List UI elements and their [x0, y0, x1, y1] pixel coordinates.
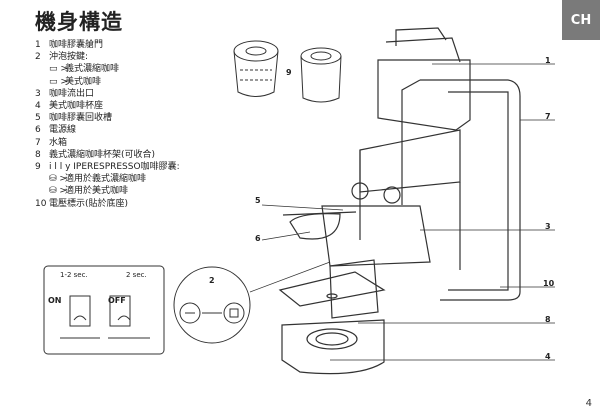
legend-number: 5	[35, 113, 41, 124]
callout-8: 8	[545, 315, 551, 324]
usage-inset	[43, 265, 165, 355]
legend-item: 7 水箱	[35, 137, 180, 149]
legend-item: 2 沖泡按鍵:	[35, 51, 180, 63]
legend-item: 6 電源線	[35, 124, 180, 136]
legend-text: 美式咖啡杯座	[49, 101, 104, 112]
legend-text: 咖啡膠囊回收槽	[49, 113, 113, 124]
legend-glyph-icon: ▭ >	[49, 76, 68, 87]
page-number: 4	[585, 398, 592, 409]
callout-5: 5	[255, 196, 261, 205]
legend-number: 4	[35, 101, 41, 112]
legend-glyph-icon: ⛁ >	[49, 174, 67, 185]
legend-glyph-icon: ▭ >	[49, 64, 68, 75]
capsule-espresso-icon	[233, 40, 279, 97]
legend-glyph-icon: ⛁ >	[49, 186, 67, 197]
legend-item: ▭ >美式咖啡	[35, 76, 180, 88]
legend-number: 10	[35, 198, 47, 209]
svg-text:OFF: OFF	[108, 296, 126, 305]
legend-text: 咖啡膠囊艙門	[49, 40, 104, 50]
legend-number: 2	[35, 52, 41, 63]
legend-number: 6	[35, 125, 41, 136]
svg-text:1-2 sec.: 1-2 sec.	[60, 271, 88, 279]
callout-3: 3	[545, 222, 551, 231]
legend-text: 咖啡流出口	[49, 88, 95, 99]
legend-text: 義式濃縮咖啡	[65, 64, 120, 75]
callout-10: 10	[543, 279, 555, 288]
brew-buttons-inset	[173, 266, 251, 344]
legend-item: 3 咖啡流出口	[35, 88, 180, 100]
legend-item: ⛁ >適用於義式濃縮咖啡	[35, 173, 180, 185]
legend-text: 沖泡按鍵:	[49, 52, 89, 63]
callout-7: 7	[545, 112, 551, 121]
legend-text: i l l y IPERESPRESSO咖啡膠囊:	[49, 162, 180, 173]
legend-number: 8	[35, 149, 41, 160]
legend-item: 4 美式咖啡杯座	[35, 100, 180, 112]
legend-text: 水箱	[49, 137, 68, 148]
legend-text: 電源線	[49, 125, 77, 136]
legend-text: 美式咖啡	[65, 76, 102, 87]
page-title: 機身構造	[35, 10, 123, 34]
legend-number: 1	[35, 40, 41, 50]
callout-1: 1	[545, 56, 551, 65]
callout-6: 6	[255, 234, 261, 243]
legend-text: 義式濃縮咖啡杯架(可收合)	[49, 149, 156, 160]
legend-item: 1 咖啡膠囊艙門	[35, 39, 180, 51]
svg-text:2 sec.: 2 sec.	[126, 271, 147, 279]
legend-number: 7	[35, 137, 41, 148]
legend-number: 3	[35, 88, 41, 99]
legend-item: 9 i l l y IPERESPRESSO咖啡膠囊:	[35, 161, 180, 173]
capsule-americano-icon	[300, 47, 342, 103]
callout-9: 9	[286, 68, 292, 77]
legend-text: 電壓標示(貼於底座)	[49, 198, 129, 209]
machine-body	[278, 27, 521, 375]
callout-2: 2	[209, 276, 215, 285]
legend-text: 適用於義式濃縮咖啡	[65, 174, 147, 185]
legend-text: 適用於美式咖啡	[65, 186, 129, 197]
callout-4: 4	[545, 352, 551, 361]
legend-item: ⛁ >適用於美式咖啡	[35, 185, 180, 197]
legend-number: 9	[35, 162, 41, 173]
language-tab: CH	[562, 0, 600, 40]
legend-item: 8 義式濃縮咖啡杯架(可收合)	[35, 149, 180, 161]
legend-item: 5 咖啡膠囊回收槽	[35, 112, 180, 124]
svg-text:ON: ON	[48, 296, 62, 305]
legend-item: ▭ >義式濃縮咖啡	[35, 63, 180, 75]
